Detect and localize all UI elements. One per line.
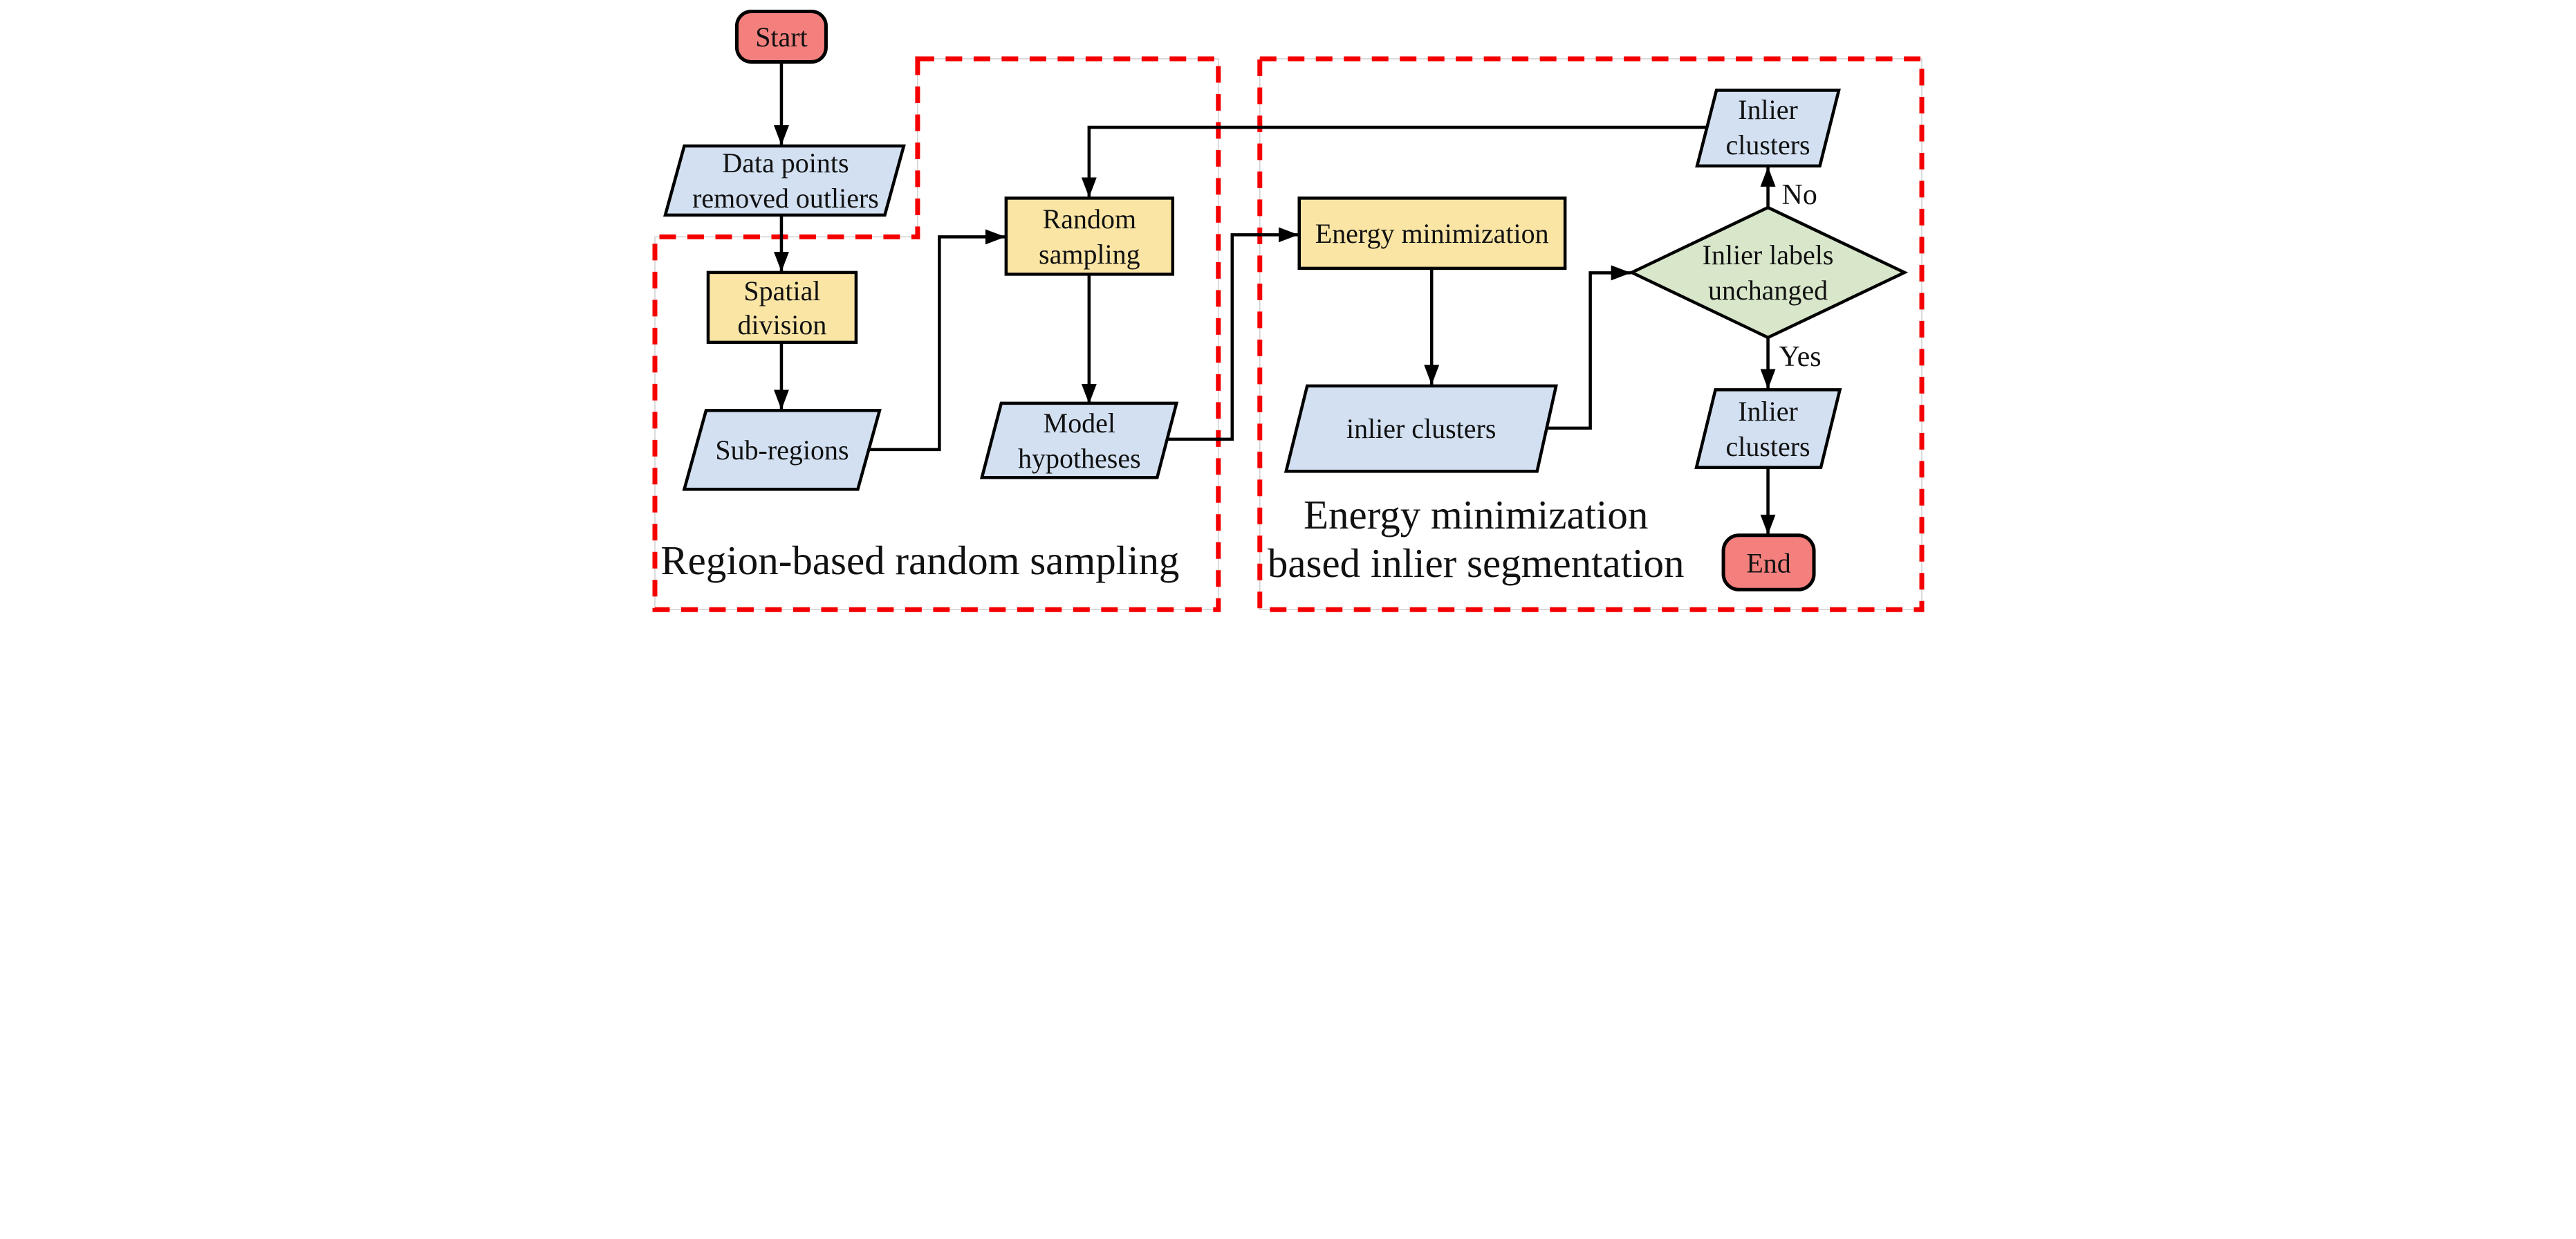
region-random-sampling-outline xyxy=(652,56,1221,612)
node-model-hypotheses-line2: hypotheses xyxy=(1018,443,1141,474)
node-inlier-clusters-top-line1: Inlier xyxy=(1738,94,1798,125)
node-start: Start xyxy=(734,9,828,64)
region1-dashed-border xyxy=(652,56,1221,612)
region1-caption: Region-based random sampling xyxy=(660,538,1179,583)
node-data-points-shape xyxy=(662,144,906,217)
node-inlier-clusters-mid-label: inlier clusters xyxy=(1346,413,1495,444)
region2-caption-line1: Energy minimization xyxy=(1303,492,1647,538)
node-sub-regions-label: Sub-regions xyxy=(715,434,849,466)
node-inlier-clusters-top: Inlier clusters xyxy=(1694,89,1841,168)
region-inlier-segmentation-outline xyxy=(1257,56,1924,612)
node-decision-line2: unchanged xyxy=(1707,275,1827,306)
edge-feedback-inlier-clusters-top-to-random-sampling xyxy=(1081,125,1707,198)
node-end: End xyxy=(1721,533,1816,591)
node-data-points-line2: removed outliers xyxy=(692,183,879,214)
node-inlier-clusters-mid: inlier clusters xyxy=(1284,384,1558,473)
node-inlier-clusters-bottom-line1: Inlier xyxy=(1738,396,1798,427)
node-decision-line1: Inlier labels xyxy=(1702,239,1833,270)
node-spatial-division-shape xyxy=(706,270,858,345)
node-spatial-division: Spatial division xyxy=(706,270,858,345)
node-random-sampling: Random sampling xyxy=(1004,196,1174,276)
node-inlier-clusters-mid-shape xyxy=(1284,384,1558,473)
node-model-hypotheses: Model hypotheses xyxy=(979,401,1178,479)
edge-inlier-clusters-to-decision xyxy=(1546,265,1631,430)
node-energy-minimization: Energy minimization xyxy=(1297,196,1566,270)
edge-sub-regions-to-random-sampling xyxy=(868,229,1006,452)
node-model-hypotheses-line1: Model xyxy=(1043,407,1115,439)
node-end-label: End xyxy=(1746,547,1790,578)
node-random-sampling-line1: Random xyxy=(1042,203,1136,235)
flowchart-figure: Start Data points removed outliers Spati… xyxy=(645,0,1932,619)
node-inlier-clusters-top-shape xyxy=(1694,89,1841,168)
node-sub-regions-shape xyxy=(682,409,882,491)
node-inlier-clusters-bottom-shape xyxy=(1694,388,1842,470)
node-sub-regions: Sub-regions xyxy=(682,409,882,491)
node-energy-minimization-label: Energy minimization xyxy=(1315,218,1548,249)
node-start-label: Start xyxy=(755,21,808,53)
flowchart-canvas: Start Data points removed outliers Spati… xyxy=(652,9,1924,612)
node-decision-inlier-labels: Inlier labels unchanged xyxy=(1627,205,1908,340)
node-spatial-division-line1: Spatial xyxy=(743,275,820,306)
branch-label-no: No xyxy=(1781,179,1817,211)
edge-model-hypotheses-to-energy-minimization xyxy=(1166,227,1299,441)
node-data-points-line1: Data points xyxy=(722,147,849,178)
edges xyxy=(773,62,1776,535)
node-data-points: Data points removed outliers xyxy=(662,144,906,217)
node-random-sampling-line2: sampling xyxy=(1039,239,1140,270)
node-inlier-clusters-bottom-line2: clusters xyxy=(1725,431,1810,462)
node-inlier-clusters-bottom: Inlier clusters xyxy=(1694,388,1842,470)
node-end-shape xyxy=(1721,533,1816,591)
node-decision-shape xyxy=(1627,205,1908,340)
node-energy-minimization-shape xyxy=(1297,196,1566,270)
region2-dashed-border xyxy=(1257,56,1924,612)
node-spatial-division-line2: division xyxy=(737,309,826,340)
node-start-shape xyxy=(734,9,828,64)
branch-label-yes: Yes xyxy=(1779,341,1821,373)
region2-caption-line2: based inlier segmentation xyxy=(1267,540,1684,586)
node-random-sampling-shape xyxy=(1004,196,1174,276)
node-model-hypotheses-shape xyxy=(979,401,1178,479)
node-inlier-clusters-top-line2: clusters xyxy=(1725,129,1810,160)
